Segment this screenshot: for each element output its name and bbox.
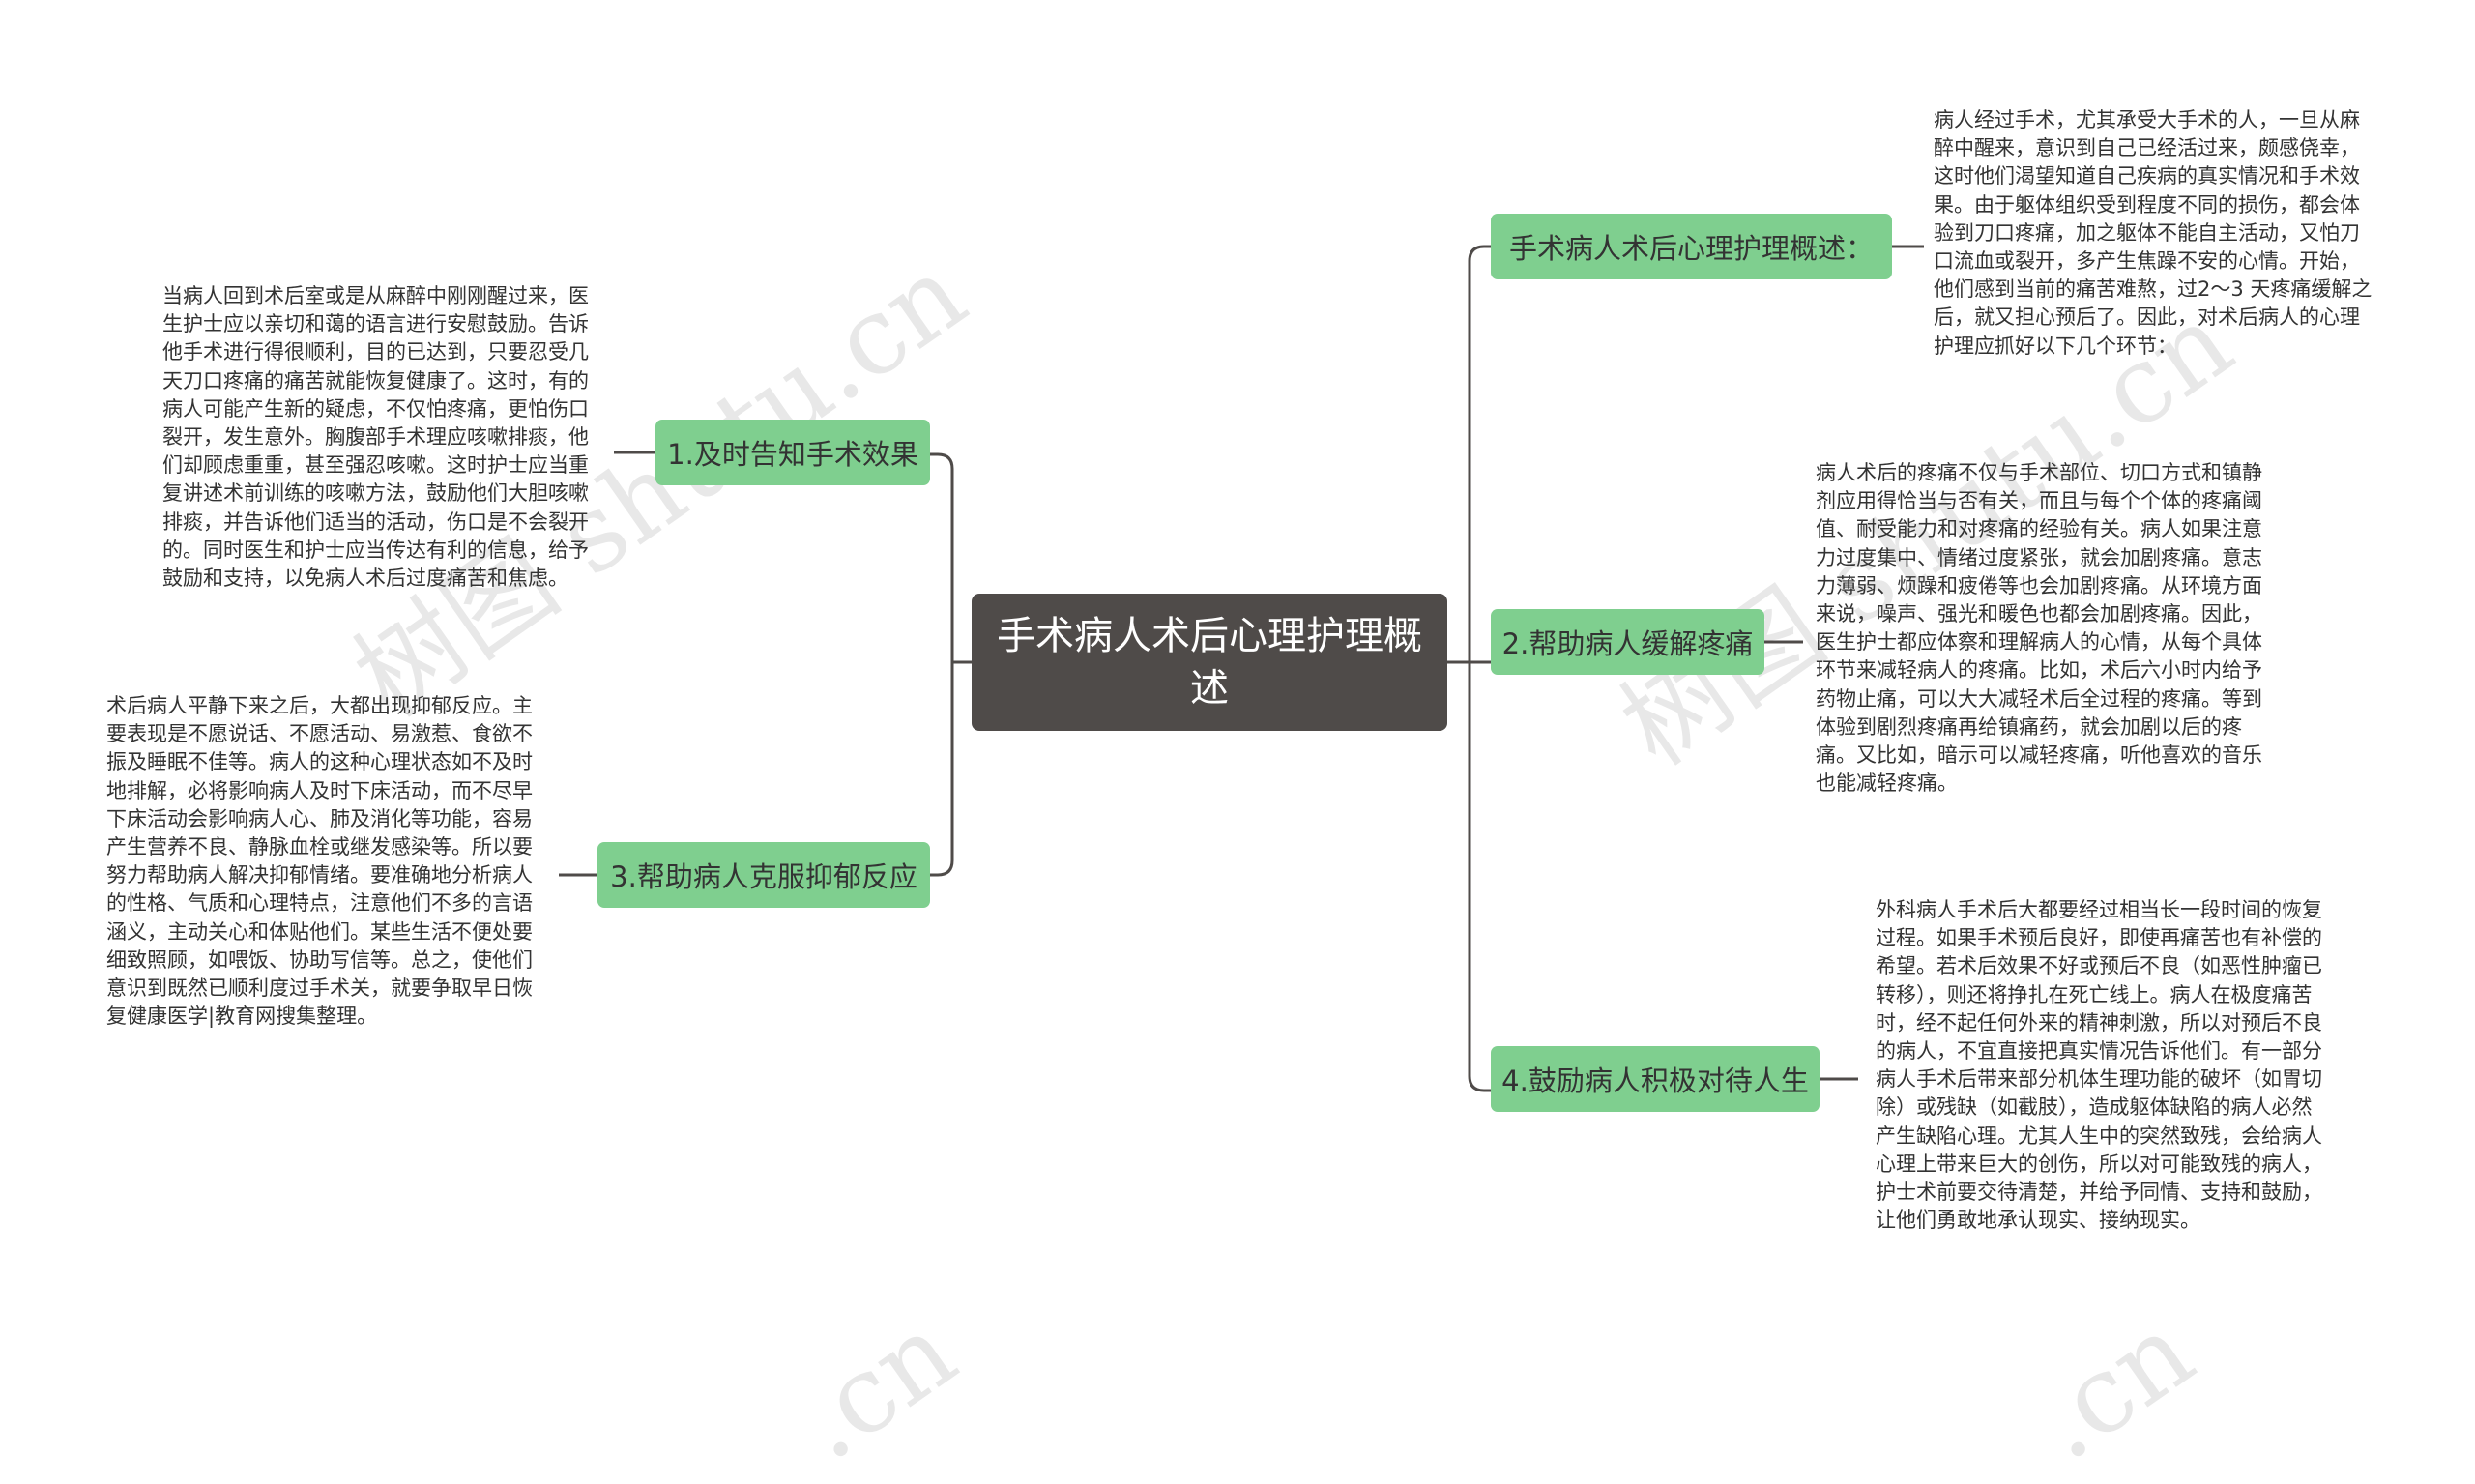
inform-result-description: 当病人回到术后室或是从麻醉中刚刚醒过来，医生护士应以亲切和蔼的语言进行安慰鼓励。… [162, 284, 589, 591]
root-topic: 手术病人术后心理护理概述 [972, 594, 1447, 731]
branch-encourage-positive: 4.鼓励病人积极对待人生 [1491, 1046, 1820, 1112]
overcome-depression-description: 术后病人平静下来之后，大都出现抑郁反应。主要表现是不愿说话、不愿活动、易激惹、食… [106, 694, 533, 1029]
branch-overview: 手术病人术后心理护理概述： [1491, 214, 1892, 279]
encourage-positive-description: 外科病人手术后大都要经过相当长一段时间的恢复过程。如果手术预后良好，即使再痛苦也… [1876, 898, 2322, 1233]
relieve-pain-description: 病人术后的疼痛不仅与手术部位、切口方式和镇静剂应用得恰当与否有关，而且与每个个体… [1816, 461, 2262, 796]
branch-inform-result: 1.及时告知手术效果 [655, 420, 930, 485]
branch-overcome-depression: 3.帮助病人克服抑郁反应 [597, 842, 930, 908]
connector-line [1447, 245, 1491, 1092]
connector-line [930, 452, 972, 877]
branch-relieve-pain: 2.帮助病人缓解疼痛 [1491, 609, 1764, 675]
connector-lines [559, 245, 1924, 1092]
overview-description: 病人经过手术，尤其承受大手术的人，一旦从麻醉中醒来，意识到自己已经活过来，颇感侥… [1934, 108, 2373, 358]
